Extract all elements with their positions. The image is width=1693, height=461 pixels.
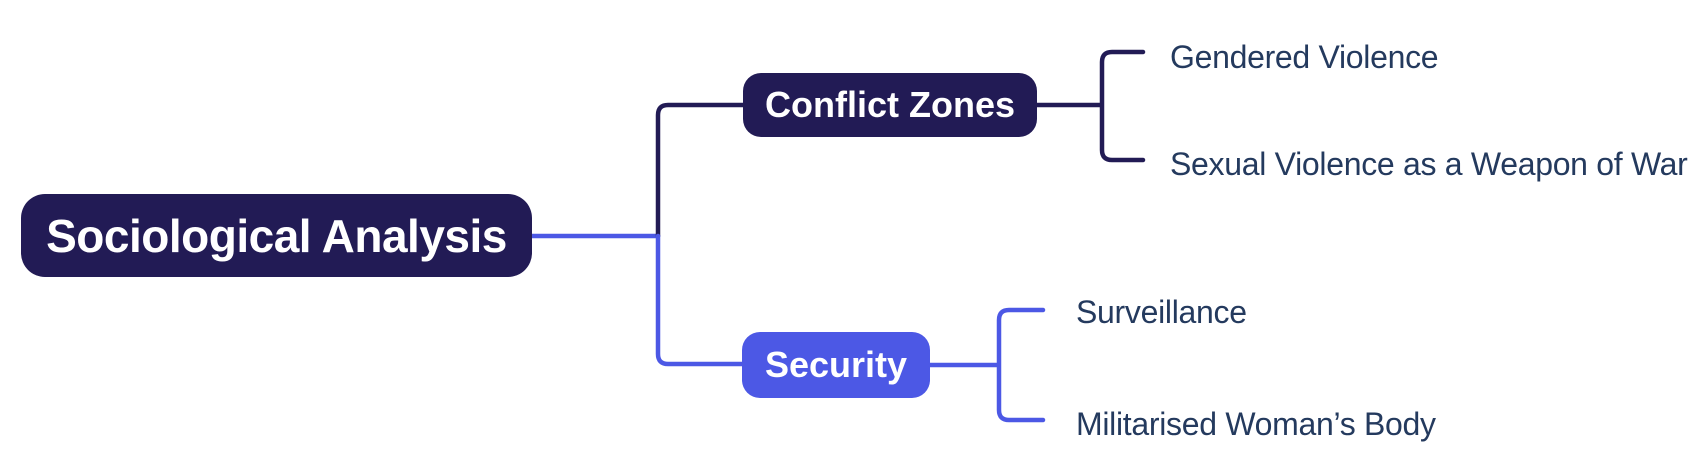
leaf-militarised-womans-body[interactable]: Militarised Woman’s Body [1076, 406, 1436, 442]
node-root-label: Sociological Analysis [46, 209, 507, 262]
leaf-surveillance[interactable]: Surveillance [1076, 294, 1247, 330]
edge-conflict-zones-children [1034, 49, 1146, 163]
node-security-label: Security [764, 344, 908, 385]
node-security[interactable]: Security [742, 332, 930, 398]
edge-junction-security [655, 233, 745, 367]
node-conflict-zones-label: Conflict Zones [765, 84, 1015, 125]
edge-junction-conflict-zones [655, 102, 746, 239]
leaf-gendered-violence[interactable]: Gendered Violence [1170, 39, 1439, 75]
leaf-sexual-violence-weapon-of-war[interactable]: Sexual Violence as a Weapon of War [1170, 146, 1688, 182]
node-root[interactable]: Sociological Analysis [21, 194, 532, 277]
edge-security-children [927, 307, 1046, 423]
node-conflict-zones[interactable]: Conflict Zones [743, 73, 1037, 137]
